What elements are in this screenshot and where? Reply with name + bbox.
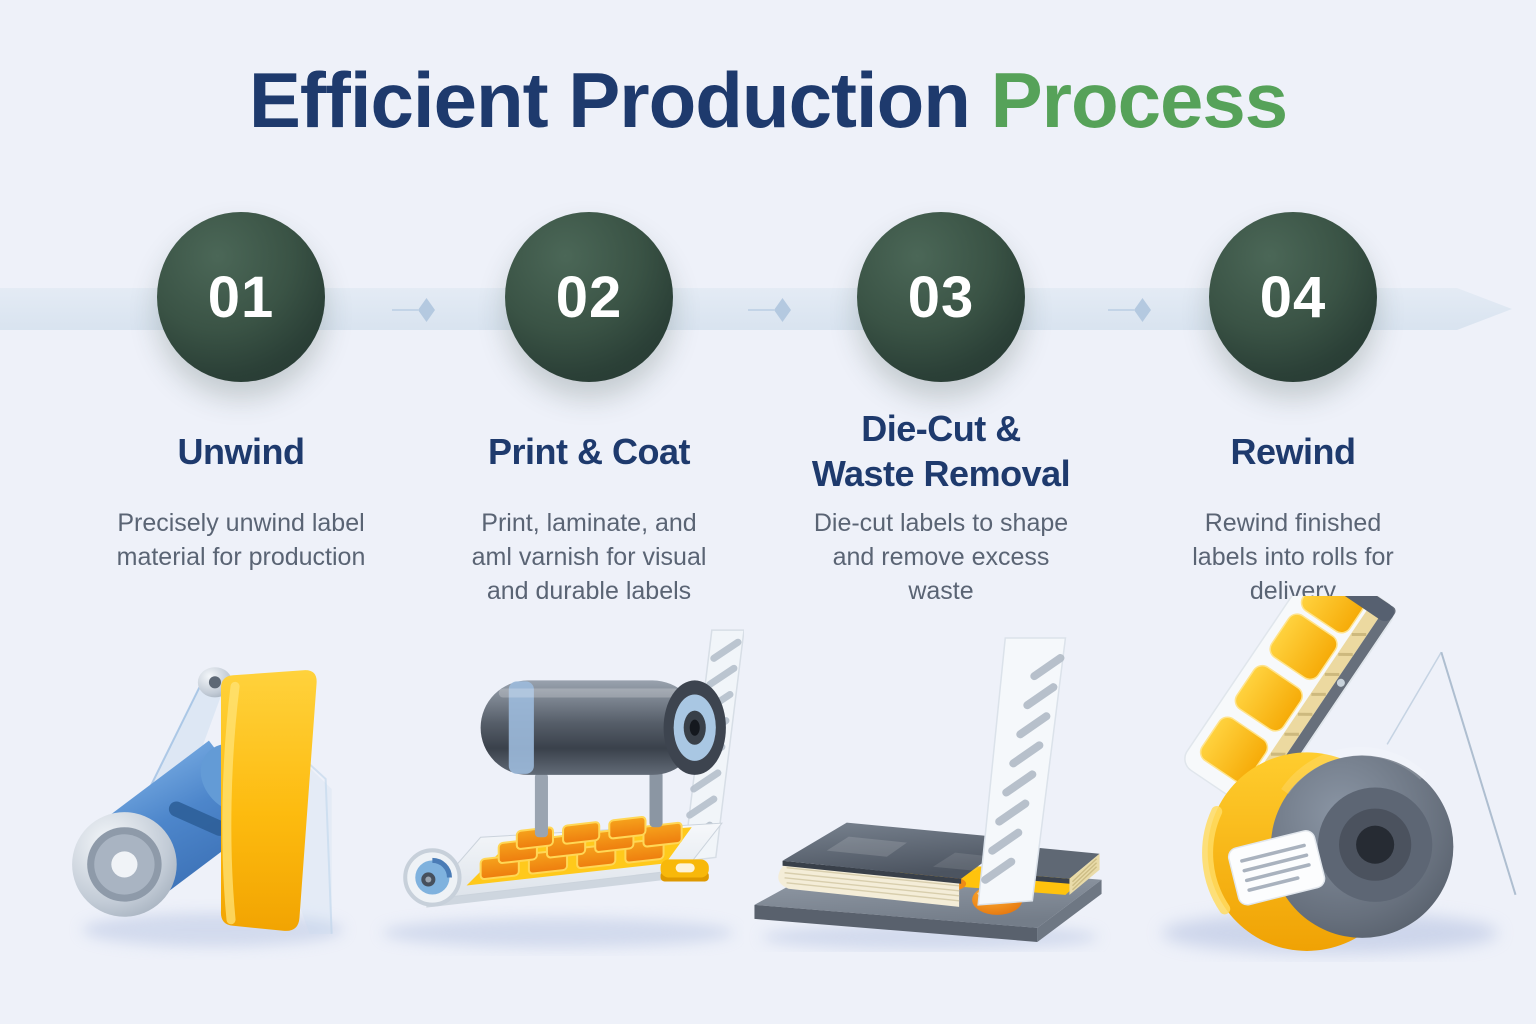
step-description: Die-cut labels to shape and remove exces… bbox=[813, 509, 1069, 605]
page-title-accent: Process bbox=[990, 56, 1289, 144]
page-title: Efficient Production Process bbox=[0, 59, 1536, 142]
step-description: Rewind finished labels into rolls for de… bbox=[1192, 509, 1394, 605]
die-cut-platen-illustration bbox=[734, 636, 1116, 952]
step-number-circle: 01 bbox=[157, 212, 325, 382]
step-description: Print, laminate, and aml varnish for vis… bbox=[471, 509, 707, 605]
page-title-primary: Efficient Production bbox=[248, 56, 971, 144]
step-number-circle: 03 bbox=[857, 212, 1025, 382]
step-title: Die-Cut & Waste Removal bbox=[811, 408, 1071, 494]
step-column-unwind: 01 Unwind Precisely unwind label materia… bbox=[61, 212, 421, 574]
step-number-circle: 04 bbox=[1209, 212, 1377, 382]
timeline-diamond-icon bbox=[392, 297, 440, 323]
step-number: 03 bbox=[907, 264, 975, 330]
step-title: Unwind bbox=[177, 430, 305, 472]
step-description: Precisely unwind label material for prod… bbox=[116, 509, 366, 571]
step-title: Rewind bbox=[1230, 430, 1356, 472]
step-number: 01 bbox=[207, 264, 275, 330]
timeline-diamond-icon bbox=[748, 297, 796, 323]
step-number-circle: 02 bbox=[505, 212, 673, 382]
unwind-roll-illustration bbox=[62, 628, 384, 960]
rewind-roll-illustration bbox=[1124, 596, 1526, 962]
step-number: 04 bbox=[1259, 264, 1327, 330]
step-column-print-coat: 02 Print & Coat Print, laminate, and aml… bbox=[409, 212, 769, 608]
timeline-diamond-icon bbox=[1108, 297, 1156, 323]
print-coat-press-illustration bbox=[362, 624, 744, 956]
step-number: 02 bbox=[555, 264, 623, 330]
step-column-rewind: 04 Rewind Rewind finished labels into ro… bbox=[1113, 212, 1473, 608]
step-title: Print & Coat bbox=[487, 430, 691, 472]
step-column-die-cut: 03 Die-Cut & Waste Removal Die-cut label… bbox=[761, 212, 1121, 608]
